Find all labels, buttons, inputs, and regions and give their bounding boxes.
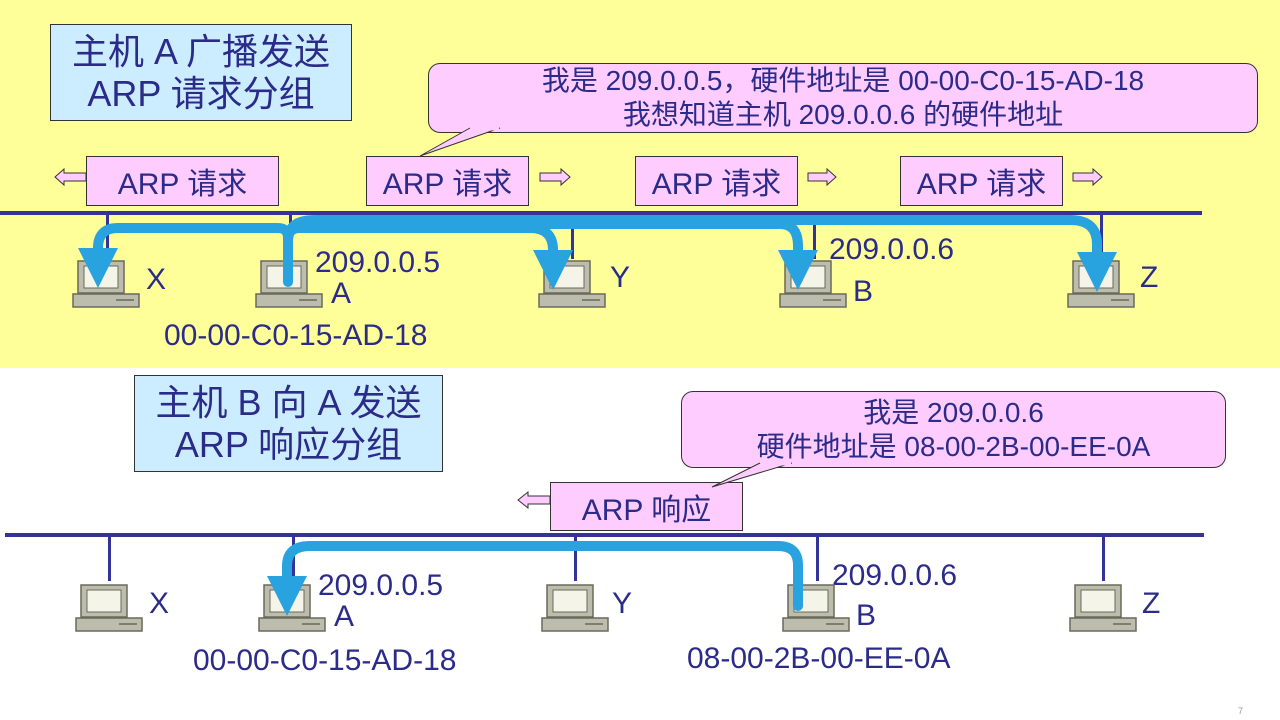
bottom-title-line2: ARP 响应分组 — [174, 423, 403, 465]
bottom-mac-b: 08-00-2B-00-EE-0A — [687, 642, 951, 675]
bottom-drop-x — [108, 535, 111, 581]
top-host-label-y: Y — [610, 261, 631, 294]
top-host-label-a: A — [331, 277, 352, 310]
computer-icon — [75, 584, 143, 632]
top-ip-a: 209.0.0.5 — [315, 246, 441, 279]
top-mac-a: 00-00-C0-15-AD-18 — [164, 319, 428, 352]
bottom-host-label-a: A — [334, 600, 355, 633]
top-callout: 我是 209.0.0.5，硬件地址是 00-00-C0-15-AD-18 我想知… — [428, 63, 1258, 133]
computer-icon — [1069, 584, 1137, 632]
bottom-host-label-x: X — [149, 587, 170, 620]
bottom-mac-a: 00-00-C0-15-AD-18 — [193, 644, 457, 677]
top-drop-z — [1100, 213, 1103, 259]
computer-icon — [258, 584, 326, 632]
bottom-callout-line2: 硬件地址是 08-00-2B-00-EE-0A — [756, 430, 1151, 462]
bottom-ip-b: 209.0.0.6 — [832, 559, 958, 592]
bottom-drop-z — [1102, 535, 1105, 581]
page-number: 7 — [1238, 706, 1244, 716]
bottom-drop-y — [574, 535, 577, 581]
computer-icon — [541, 584, 609, 632]
computer-icon — [538, 260, 606, 308]
computer-icon — [72, 260, 140, 308]
top-ip-b: 209.0.0.6 — [829, 233, 955, 266]
computer-icon — [782, 584, 850, 632]
top-packet-4: ARP 请求 — [900, 156, 1063, 206]
bottom-title-line1: 主机 B 向 A 发送 — [155, 381, 422, 423]
top-callout-line1: 我是 209.0.0.5，硬件地址是 00-00-C0-15-AD-18 — [541, 65, 1145, 96]
top-network-bus — [0, 211, 1202, 215]
bottom-drop-a — [292, 535, 295, 581]
bottom-host-label-b: B — [856, 599, 877, 632]
top-host-label-b: B — [853, 275, 874, 308]
bottom-host-label-z: Z — [1142, 587, 1161, 620]
bottom-callout: 我是 209.0.0.6 硬件地址是 08-00-2B-00-EE-0A — [681, 391, 1226, 468]
bottom-host-label-y: Y — [612, 587, 633, 620]
bottom-ip-a: 209.0.0.5 — [318, 569, 444, 602]
top-drop-a — [289, 213, 292, 259]
computer-icon — [779, 260, 847, 308]
left-arrow-icon — [517, 490, 551, 510]
bottom-title-box: 主机 B 向 A 发送 ARP 响应分组 — [134, 375, 443, 472]
top-host-label-x: X — [146, 263, 167, 296]
top-packet-1: ARP 请求 — [86, 156, 279, 206]
top-drop-b — [813, 213, 816, 259]
top-host-label-z: Z — [1140, 261, 1159, 294]
bottom-network-bus — [5, 533, 1204, 537]
computer-icon — [255, 260, 323, 308]
top-callout-line2: 我想知道主机 209.0.0.6 的硬件地址 — [622, 99, 1064, 130]
top-title-line2: ARP 请求分组 — [87, 72, 315, 114]
top-packet-3: ARP 请求 — [635, 156, 798, 206]
bottom-drop-b — [816, 535, 819, 581]
top-title-line1: 主机 A 广播发送 — [71, 30, 331, 72]
top-drop-x — [106, 213, 109, 259]
bottom-callout-line1: 我是 209.0.0.6 — [863, 396, 1044, 428]
bottom-packet: ARP 响应 — [550, 482, 743, 531]
top-drop-y — [571, 213, 574, 259]
top-title-box: 主机 A 广播发送 ARP 请求分组 — [50, 24, 352, 121]
top-packet-2: ARP 请求 — [366, 156, 529, 206]
computer-icon — [1067, 260, 1135, 308]
